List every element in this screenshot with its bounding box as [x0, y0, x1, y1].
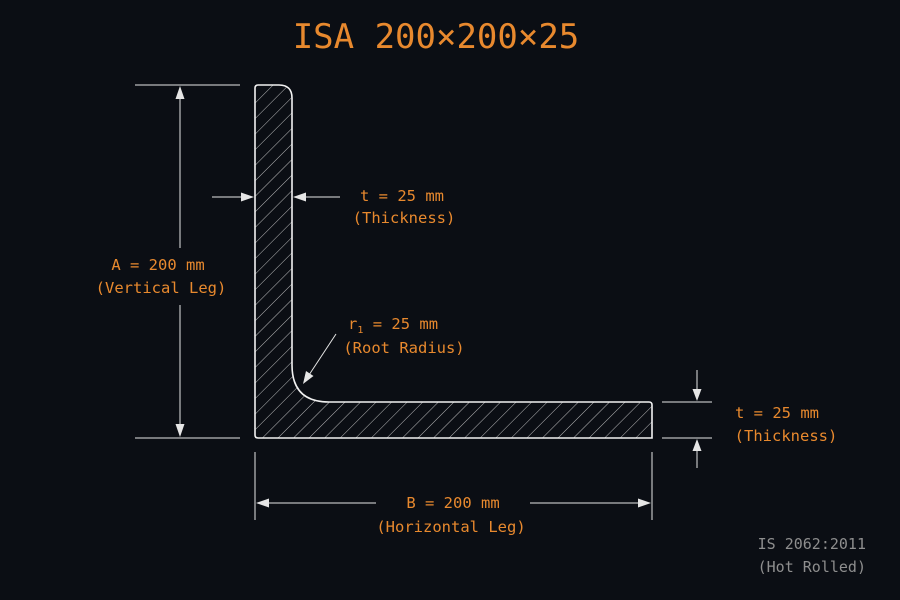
- horizontal-leg-dimension: B = 200 mm (Horizontal Leg): [254, 452, 653, 536]
- arrowhead-down: [692, 389, 702, 401]
- horizontal-leg-label: B = 200 mm: [406, 494, 499, 512]
- radius-value: = 25 mm: [363, 315, 438, 333]
- arrowhead-left: [293, 192, 306, 202]
- standard-process: (Hot Rolled): [758, 558, 866, 576]
- horizontal-thickness-dimension: t = 25 mm (Thickness): [662, 370, 837, 468]
- horizontal-thickness-caption: (Thickness): [735, 427, 838, 445]
- root-radius-caption: (Root Radius): [343, 339, 464, 357]
- arrowhead-right: [638, 498, 651, 508]
- root-radius-label: r1 = 25 mm: [348, 315, 438, 336]
- arrowhead-up: [175, 86, 185, 99]
- arrowhead-left: [256, 498, 269, 508]
- arrowhead-radius: [303, 371, 314, 384]
- arrowhead-up: [692, 439, 702, 451]
- arrowhead-right: [241, 192, 254, 202]
- arrowhead-down: [175, 424, 185, 437]
- radius-leader-line: [308, 333, 337, 376]
- vertical-leg-dimension: A = 200 mm (Vertical Leg): [96, 84, 240, 439]
- vertical-leg-label: A = 200 mm: [111, 256, 204, 274]
- angle-profile: [254, 84, 653, 439]
- vertical-leg-caption: (Vertical Leg): [96, 279, 227, 297]
- page-title: ISA 200×200×25: [293, 17, 580, 57]
- radius-subscript: 1: [357, 325, 363, 336]
- standard-code: IS 2062:2011: [758, 535, 866, 553]
- root-radius-annotation: r1 = 25 mm (Root Radius): [303, 315, 465, 384]
- vertical-thickness-label: t = 25 mm: [360, 187, 444, 205]
- horizontal-thickness-label: t = 25 mm: [735, 404, 819, 422]
- vertical-thickness-dimension: t = 25 mm (Thickness): [212, 187, 455, 227]
- vertical-thickness-caption: (Thickness): [353, 209, 456, 227]
- horizontal-leg-caption: (Horizontal Leg): [376, 518, 525, 536]
- radius-symbol: r: [348, 315, 357, 333]
